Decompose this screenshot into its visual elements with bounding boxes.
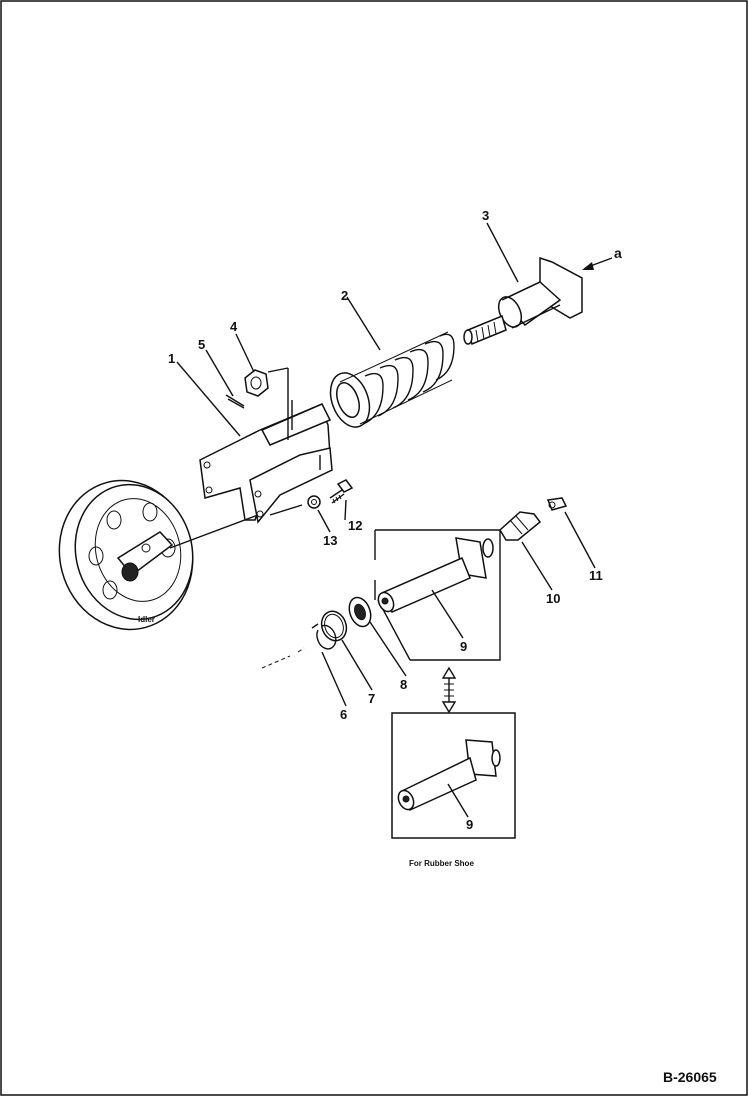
callout-11: 11 [589,568,603,583]
callout-4: 4 [230,319,238,334]
callout-5: 5 [198,337,205,352]
part-13-washer [307,495,321,509]
view-arrow-label: a [614,245,622,261]
part-6-snap-ring [311,623,337,650]
callout-6: 6 [340,707,347,722]
part-9-shaft-alt [397,739,501,812]
callout-7: 7 [368,691,375,706]
part-1-bracket [199,367,333,524]
part-9-shaft [377,537,494,613]
callout-12: 12 [348,518,362,533]
callout-1: 1 [168,351,175,366]
reference-code: B-26065 [663,1069,717,1085]
assembly-centerline [261,647,305,669]
double-arrow [441,666,457,714]
callout-2: 2 [341,288,348,303]
part-3-cylinder [463,256,583,346]
inset-caption: For Rubber Shoe [409,859,474,868]
part-7-ring [320,610,348,642]
inset-box [391,712,516,839]
part-12-bolt [329,479,354,504]
part-8-seal [348,596,372,628]
idler-label: Idler [138,615,155,624]
callout-10: 10 [546,591,560,606]
view-arrow-a: a [582,245,622,270]
part-5-pin [225,394,245,409]
callout-9-inset: 9 [466,817,473,832]
part-11-fitting [546,497,568,511]
part-4-nut [244,369,269,397]
part-10-valve [499,511,542,541]
callout-13: 13 [323,533,337,548]
idler-wheel: Idler [58,479,259,631]
part-2-spring [329,331,455,428]
callout-3: 3 [482,208,489,223]
callout-8: 8 [400,677,407,692]
callout-9-main: 9 [460,639,467,654]
leader-lines [176,222,596,818]
